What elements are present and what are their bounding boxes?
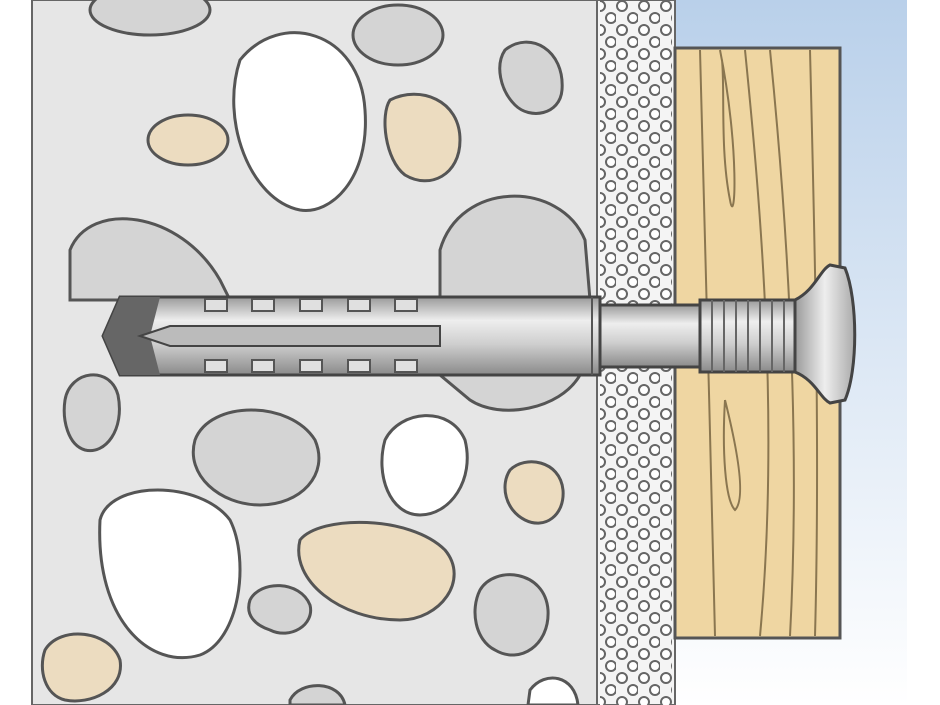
frame-fixing-anchor	[101, 295, 602, 377]
screw	[598, 263, 857, 405]
screw-head	[793, 263, 857, 405]
